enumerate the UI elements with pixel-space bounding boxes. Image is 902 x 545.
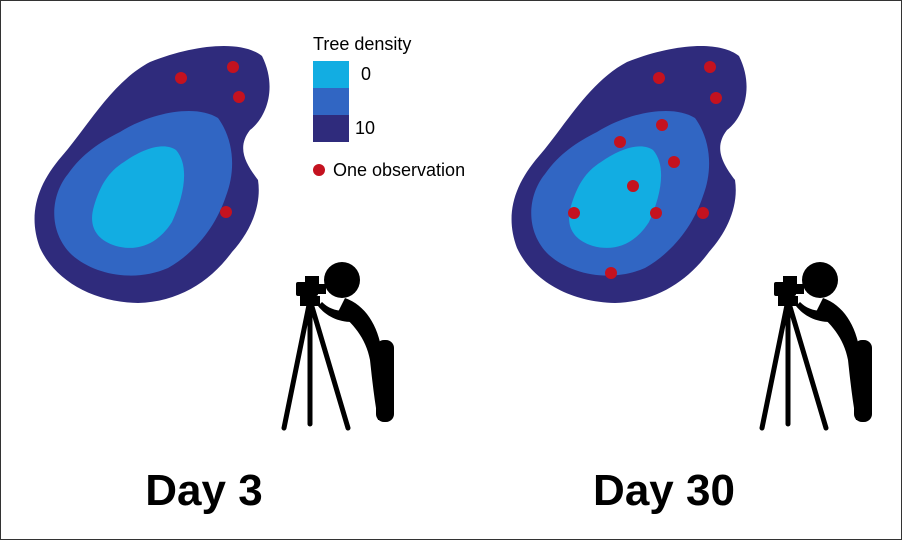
observation-point (227, 61, 239, 73)
observation-point (656, 119, 668, 131)
observation-point (220, 206, 232, 218)
panel-day-3: Day 3 (34, 45, 394, 515)
observation-point (653, 72, 665, 84)
observation-point (627, 180, 639, 192)
observation-point (233, 91, 245, 103)
observation-point (175, 72, 187, 84)
observation-point (710, 92, 722, 104)
observation-point (614, 136, 626, 148)
observation-point (668, 156, 680, 168)
legend-observation-dot (313, 164, 325, 176)
legend-low-label: 0 (361, 64, 371, 84)
legend-observation-label: One observation (333, 160, 465, 180)
panel-day-30: Day 30 (511, 45, 872, 515)
legend-swatch-mid (313, 88, 349, 115)
legend-high-label: 10 (355, 118, 375, 138)
panel-label-day-3: Day 3 (145, 466, 262, 515)
observation-point (704, 61, 716, 73)
panel-label-day-30: Day 30 (593, 466, 735, 515)
observation-point (697, 207, 709, 219)
observation-point (605, 267, 617, 279)
observations-day-30 (568, 61, 722, 279)
observation-point (568, 207, 580, 219)
legend-title: Tree density (313, 34, 411, 54)
legend: Tree density 0 10 One observation (313, 34, 465, 180)
observation-point (650, 207, 662, 219)
legend-swatch-low (313, 61, 349, 88)
observations-day-3 (175, 61, 245, 218)
legend-swatch-high (313, 115, 349, 142)
